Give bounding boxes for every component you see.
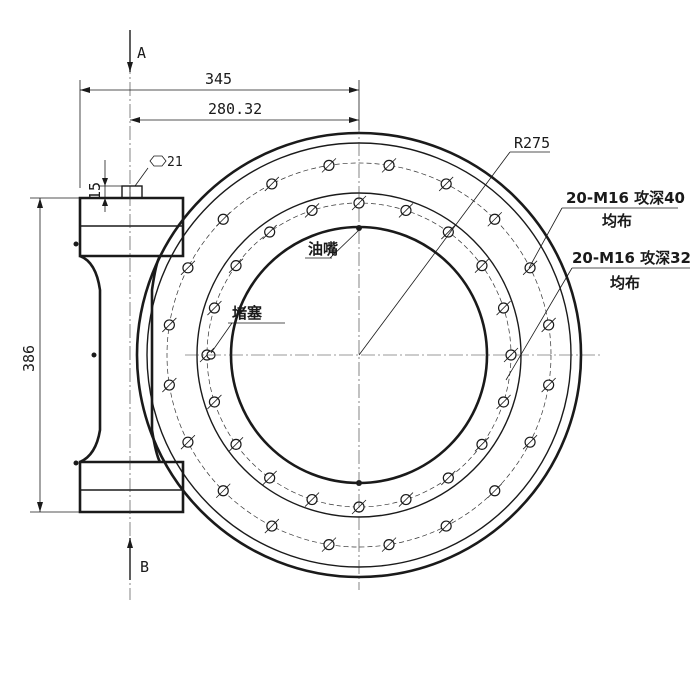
inner-bolt-hole-mark bbox=[228, 258, 244, 273]
inner-holes-spec: 20-M16 攻深32 bbox=[572, 249, 691, 267]
outer-holes-callout: 20-M16 攻深40 均布 bbox=[528, 189, 685, 269]
inner-bolt-hole-mark bbox=[262, 470, 277, 486]
leader-line bbox=[134, 167, 149, 187]
dim-overall-width: 345 bbox=[205, 70, 232, 88]
outer-holes bbox=[162, 158, 556, 552]
oil-nipple-callout: 油嘴 bbox=[305, 229, 360, 259]
outer-bolt-hole-mark bbox=[438, 518, 454, 534]
outer-bolt-hole-mark bbox=[180, 434, 196, 450]
arrow-up-icon bbox=[127, 538, 133, 548]
outer-bolt-hole-mark bbox=[162, 317, 177, 333]
oil-nipple-label: 油嘴 bbox=[308, 240, 338, 258]
housing-bolt-dot bbox=[73, 460, 79, 466]
radius-callout: R275 bbox=[358, 134, 550, 356]
housing-bolt-dot bbox=[91, 352, 97, 358]
outer-bolt-hole-mark bbox=[321, 537, 337, 552]
section-a-label: A bbox=[137, 44, 146, 62]
dim-radius: R275 bbox=[514, 134, 550, 152]
outer-bolt-hole-mark bbox=[264, 176, 280, 192]
inner-holes bbox=[199, 195, 519, 515]
outer-bolt-hole-mark bbox=[438, 176, 454, 192]
inner-bolt-hole-mark bbox=[398, 492, 414, 507]
plug-callout: 堵塞 bbox=[210, 304, 285, 354]
dimension-386: 386 bbox=[20, 197, 80, 513]
leader-line bbox=[358, 151, 511, 356]
outer-bolt-hole-mark bbox=[215, 211, 231, 227]
slewing-ring bbox=[135, 120, 600, 590]
outer-bolt-hole-mark bbox=[522, 260, 538, 276]
leader-line bbox=[210, 322, 233, 354]
section-marker-a: A bbox=[127, 30, 146, 72]
inner-bolt-hole-mark bbox=[441, 470, 456, 486]
inner-bolt-hole-mark bbox=[304, 203, 320, 218]
outer-holes-distribution: 均布 bbox=[602, 212, 632, 230]
inner-holes-distribution: 均布 bbox=[610, 274, 640, 292]
outer-bolt-hole-mark bbox=[522, 434, 538, 450]
outer-bolt-hole-mark bbox=[215, 483, 231, 499]
outer-bolt-hole-mark bbox=[541, 317, 556, 333]
inner-bolt-hole-mark bbox=[262, 224, 277, 240]
arrow-down-icon bbox=[127, 62, 133, 72]
dim-boss-height: 15 bbox=[86, 182, 104, 200]
section-marker-b: B bbox=[127, 538, 149, 580]
outer-bolt-hole-mark bbox=[487, 483, 503, 499]
inner-bolt-hole-mark bbox=[207, 394, 222, 410]
outer-bolt-hole-mark bbox=[541, 377, 556, 393]
leader-line bbox=[528, 207, 563, 269]
dimension-arrows bbox=[102, 178, 108, 206]
inner-bolt-hole-mark bbox=[228, 437, 244, 452]
inner-bolt-hole-mark bbox=[496, 300, 511, 316]
outer-bolt-hole-mark bbox=[264, 518, 280, 534]
housing-upper-flange bbox=[78, 196, 185, 258]
hex-callout: 21 bbox=[134, 155, 183, 187]
dimension-345: 345 bbox=[79, 70, 360, 188]
outer-bolt-hole-mark bbox=[321, 158, 337, 173]
housing-lower-flange bbox=[78, 460, 185, 514]
inner-bolt-hole-mark bbox=[441, 224, 456, 240]
inner-bolt-hole-mark bbox=[474, 437, 490, 452]
inner-bolt-hole-mark bbox=[207, 300, 222, 316]
leader-line bbox=[505, 267, 573, 381]
dim-hex-size: 21 bbox=[167, 155, 183, 170]
dimension-15: 15 bbox=[86, 160, 122, 212]
dim-center-offset: 280.32 bbox=[208, 100, 262, 118]
dimension-280: 280.32 bbox=[130, 100, 359, 123]
housing-bolt-dot bbox=[73, 241, 79, 247]
outer-bolt-hole-mark bbox=[487, 211, 503, 227]
outer-holes-spec: 20-M16 攻深40 bbox=[566, 189, 685, 207]
section-b-label: B bbox=[140, 558, 149, 576]
oil-nipple-point bbox=[356, 225, 362, 231]
leader-line bbox=[329, 229, 360, 259]
inner-holes-callout: 20-M16 攻深32 均布 bbox=[505, 249, 691, 381]
dim-height: 386 bbox=[20, 345, 38, 372]
inner-bolt-hole-mark bbox=[304, 492, 320, 507]
outer-bolt-hole-mark bbox=[180, 260, 196, 276]
outer-bolt-hole-mark bbox=[162, 377, 177, 393]
worm-housing bbox=[73, 60, 185, 600]
inner-bolt-hole-mark bbox=[398, 203, 414, 218]
outer-bolt-hole-mark bbox=[381, 537, 397, 552]
outer-bolt-hole-mark bbox=[381, 158, 397, 173]
boss bbox=[121, 185, 143, 199]
plug-label: 堵塞 bbox=[232, 304, 263, 322]
hex-icon bbox=[149, 155, 167, 167]
inner-bolt-hole-mark bbox=[496, 394, 511, 410]
housing-waist-left bbox=[79, 254, 102, 464]
inner-bolt-hole-mark bbox=[474, 258, 490, 273]
